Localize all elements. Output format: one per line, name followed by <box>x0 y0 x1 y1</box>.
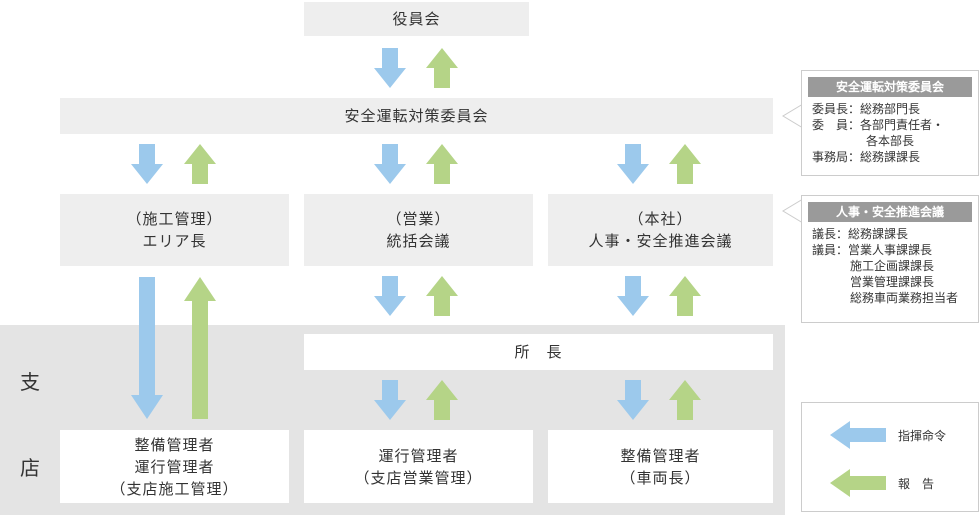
panel-row-value: 各部門責任者・ <box>860 118 945 132</box>
command-arrow <box>617 380 649 420</box>
report-arrow <box>426 276 458 316</box>
committee-panel-title: 安全運転対策委員会 <box>808 77 972 97</box>
panel-row-value: 総務課課長 <box>848 227 909 241</box>
maintenance-manager-box: 整備管理者 運行管理者 （支店施工管理） <box>60 430 289 503</box>
panel-row: 事務局：総務課課長 <box>812 149 972 165</box>
command-arrow <box>131 144 163 184</box>
report-legend-arrow <box>830 469 886 497</box>
committee-box: 安全運転対策委員会 <box>60 98 773 134</box>
panel-row-label: 議長： <box>812 227 849 241</box>
panel-row: 委員長：総務部門長 <box>812 101 972 117</box>
panel-row: 議長：総務課課長 <box>812 226 972 242</box>
sales-council-label: （営業） 統括会議 <box>386 210 451 250</box>
report-arrow <box>669 276 701 316</box>
panel-row-label: 委 員： <box>812 118 861 132</box>
operation-manager-box: 運行管理者 （支店営業管理） <box>304 430 533 503</box>
panel-row-value: 営業人事課課長 <box>848 243 933 257</box>
panel-row: 議員：営業人事課課長 <box>812 242 972 258</box>
maintenance-manager-label: 整備管理者 運行管理者 （支店施工管理） <box>110 435 239 498</box>
board-label: 役員会 <box>392 10 441 28</box>
command-arrow <box>374 48 406 88</box>
report-arrow <box>426 144 458 184</box>
report-legend-label: 報 告 <box>898 477 935 491</box>
command-arrow <box>617 276 649 316</box>
command-arrow <box>374 276 406 316</box>
panel-row-label: 委員長： <box>812 102 861 116</box>
panel-row: 施工企画課課長 <box>812 258 972 274</box>
report-arrow <box>669 144 701 184</box>
branch-chief-label: 所 長 <box>514 343 563 361</box>
vehicle-manager-box: 整備管理者 （車両長） <box>548 430 773 503</box>
sales-council-box: （営業） 統括会議 <box>304 194 533 266</box>
panel-row-value: 総務課課長 <box>860 150 921 164</box>
legend: 指揮命令 報 告 <box>801 402 979 512</box>
council-panel-title: 人事・安全推進会議 <box>808 202 972 222</box>
branch-char-1: 支 <box>20 370 40 394</box>
vehicle-manager-label: 整備管理者 （車両長） <box>620 446 701 487</box>
panel-row-value: 営業管理課課長 <box>850 275 935 289</box>
board-box: 役員会 <box>304 2 529 36</box>
command-arrow-long <box>131 277 163 419</box>
branch-chief-box: 所 長 <box>304 334 773 370</box>
command-legend-arrow <box>830 421 886 449</box>
report-arrow <box>426 380 458 420</box>
report-arrow <box>669 380 701 420</box>
panel-row-value: 総務車両業務担当者 <box>850 291 959 305</box>
branch-char-2: 店 <box>20 456 40 480</box>
command-arrow <box>617 144 649 184</box>
report-arrow <box>426 48 458 88</box>
panel-row-value: 施工企画課課長 <box>850 259 935 273</box>
hq-council-box: （本社） 人事・安全推進会議 <box>548 194 773 266</box>
panel-row: 各本部長 <box>812 133 972 149</box>
panel-row-value: 総務部門長 <box>860 102 921 116</box>
command-legend-label: 指揮命令 <box>898 429 947 443</box>
area-manager-box: （施工管理） エリア長 <box>60 194 289 266</box>
panel-row: 営業管理課課長 <box>812 274 972 290</box>
command-arrow <box>374 380 406 420</box>
panel-row-label: 議員： <box>812 243 849 257</box>
command-arrow <box>374 144 406 184</box>
hq-council-label: （本社） 人事・安全推進会議 <box>588 210 733 250</box>
area-manager-label: （施工管理） エリア長 <box>126 210 223 250</box>
report-arrow <box>184 144 216 184</box>
panel-row: 総務車両業務担当者 <box>812 290 972 306</box>
committee-members-panel: 安全運転対策委員会 委員長：総務部門長 委 員：各部門責任者・ 各本部長 事務局… <box>801 70 979 176</box>
report-arrow-long <box>184 277 216 419</box>
panel-row-value: 各本部長 <box>866 134 915 148</box>
committee-label: 安全運転対策委員会 <box>344 107 489 125</box>
panel-row-label: 事務局： <box>812 150 861 164</box>
council-members-panel: 人事・安全推進会議 議長：総務課課長 議員：営業人事課課長 施工企画課課長 営業… <box>801 195 979 323</box>
panel-row: 委 員：各部門責任者・ <box>812 117 972 133</box>
operation-manager-label: 運行管理者 （支店営業管理） <box>354 446 483 487</box>
